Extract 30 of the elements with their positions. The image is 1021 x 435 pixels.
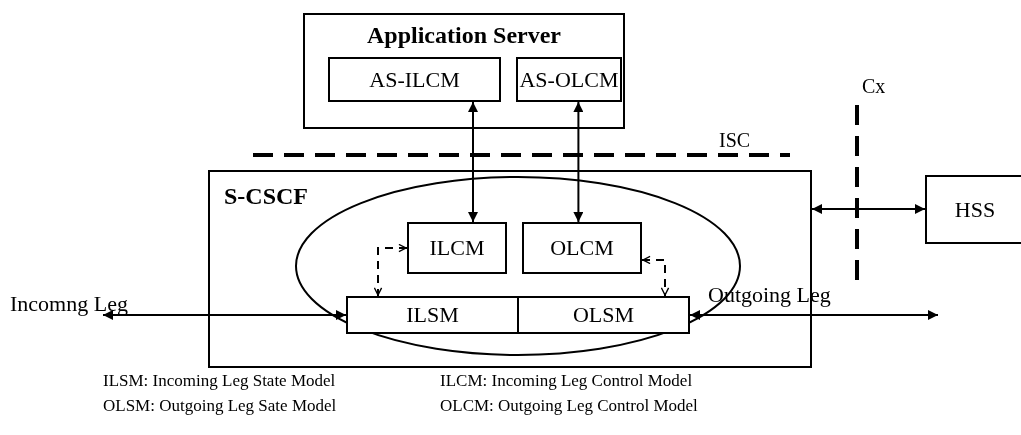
note-text: OLCM: Outgoing Leg Control Model [440,397,698,414]
arrow [468,101,478,223]
interface-label: ISC [719,130,751,150]
arrow [573,101,584,223]
dashed-arrow [641,255,670,297]
box-label: HSS [954,198,996,221]
arrow [689,310,939,320]
note-text: ILSM: Incoming Leg State Model [103,372,336,389]
container-title: Application Server [367,23,561,47]
component-box [346,296,519,334]
component-box [516,57,622,102]
component-box [522,222,642,274]
container-title: S-CSCF [224,184,308,208]
note-text: OLSM: Outgoing Leg Sate Model [103,397,337,414]
dashed-arrow [373,243,408,297]
box-label: ILCM [429,237,485,259]
interface-label: Cx [862,76,886,96]
arrow [811,204,926,214]
box-label: OLSM [572,304,635,326]
container-box [303,13,625,129]
box-label: OLCM [550,237,614,259]
component-box [328,57,501,102]
box-label: ILSM [406,304,459,326]
component-box [407,222,507,274]
arrow [102,310,347,320]
note-text: ILCM: Incoming Leg Control Model [440,372,693,389]
component-box [925,175,1021,244]
box-label: AS-ILCM [369,68,460,91]
component-box [517,296,690,334]
box-label: AS-OLCM [519,68,619,91]
